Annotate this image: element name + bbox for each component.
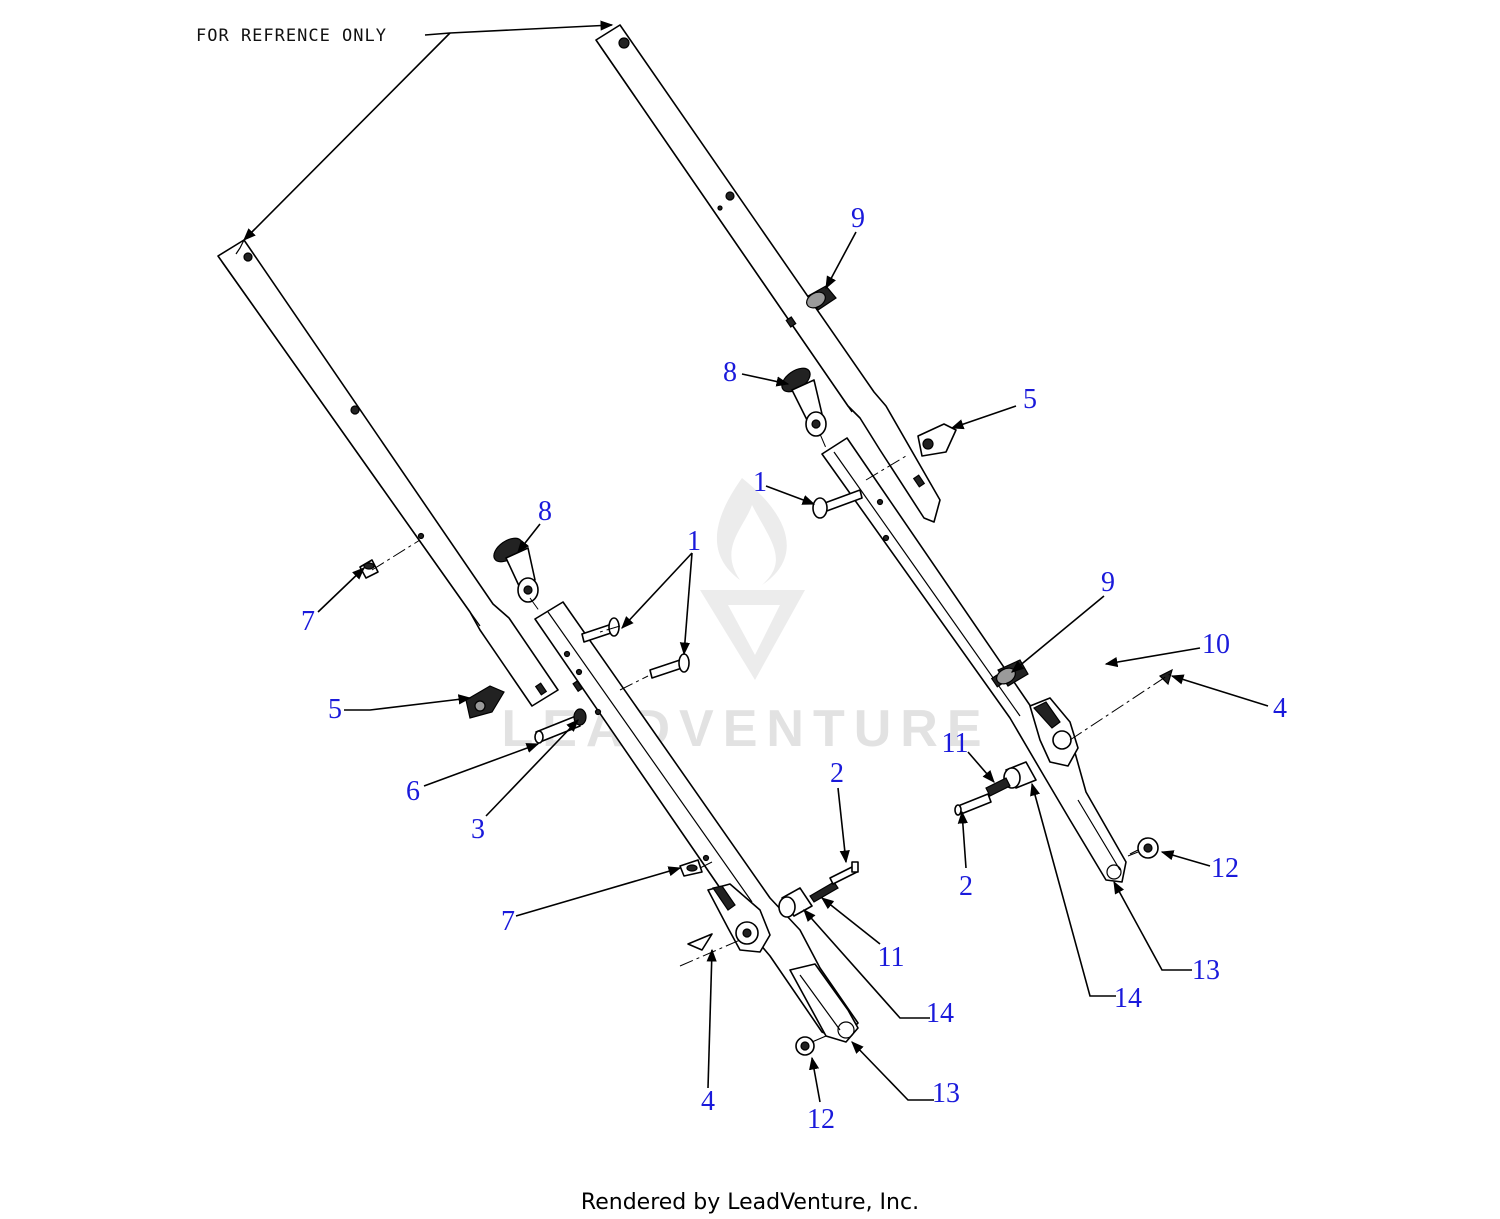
callout-2-right: 2 <box>959 871 973 902</box>
callout-9-right-upper: 9 <box>851 203 865 234</box>
callout-leaders <box>317 231 1269 1103</box>
callout-14-left: 14 <box>926 998 954 1029</box>
callout-5-left: 5 <box>328 694 342 725</box>
left-knob-5 <box>465 685 505 719</box>
callout-1-right: 1 <box>753 467 767 498</box>
left-bolt-1a <box>581 617 620 643</box>
callout-8-right: 8 <box>723 357 737 388</box>
callout-9-right-lower: 9 <box>1101 567 1115 598</box>
right-lower-handle-tube <box>821 437 1127 883</box>
callout-11-left: 11 <box>878 942 905 973</box>
left-fastener-7-lower <box>679 859 703 877</box>
left-spring-11 <box>809 881 839 903</box>
reference-note: FOR REFRENCE ONLY <box>196 26 387 46</box>
reference-leaders <box>243 20 614 241</box>
callout-7-left-lower: 7 <box>501 906 515 937</box>
left-bolt-12 <box>795 1035 827 1056</box>
left-callouts: 1 8 7 5 6 3 2 7 11 4 14 12 13 <box>301 496 960 1135</box>
callout-3-left: 3 <box>471 814 485 845</box>
left-upper-handle-tube <box>217 239 559 707</box>
callout-1-left: 1 <box>687 526 701 557</box>
right-spring-11 <box>985 777 1011 797</box>
right-callouts: 9 8 5 1 9 10 4 11 2 12 14 13 <box>723 203 1287 1014</box>
rendered-by-footer: Rendered by LeadVenture, Inc. <box>581 1190 919 1215</box>
right-pin-2 <box>954 793 992 816</box>
right-knob-8 <box>781 367 827 437</box>
right-knob-5 <box>917 423 957 457</box>
callout-8-left: 8 <box>538 496 552 527</box>
callout-13-left: 13 <box>932 1078 960 1109</box>
callout-10-right: 10 <box>1202 629 1230 660</box>
callout-4-right: 4 <box>1273 693 1287 724</box>
right-lower-bracket <box>1029 697 1122 880</box>
callout-2-left: 2 <box>830 758 844 789</box>
left-spacer-14 <box>778 887 813 918</box>
right-knob-9-upper <box>806 285 837 311</box>
callout-6-left: 6 <box>406 776 420 807</box>
right-upper-handle-tube <box>595 24 941 523</box>
callout-14-right: 14 <box>1114 983 1142 1014</box>
left-nut-4 <box>687 933 713 951</box>
right-nut-10 <box>1158 668 1173 686</box>
watermark-text: LEADVENTURE <box>501 700 990 758</box>
left-bolt-1b <box>649 653 690 679</box>
left-lower-bracket <box>707 883 859 1043</box>
left-centerlines <box>371 539 741 967</box>
left-pin-2 <box>829 861 859 885</box>
callout-11-right: 11 <box>942 728 969 759</box>
callout-4-left: 4 <box>701 1086 715 1117</box>
right-bolt-1 <box>812 489 863 519</box>
callout-7-left-upper: 7 <box>301 606 315 637</box>
callout-5-right: 5 <box>1023 384 1037 415</box>
left-knob-8 <box>493 537 539 603</box>
watermark-logo: LEADVENTURE <box>501 478 990 758</box>
callout-12-left: 12 <box>807 1104 835 1135</box>
right-centerlines <box>819 433 1171 857</box>
callout-13-right: 13 <box>1192 955 1220 986</box>
right-bolt-12 <box>1129 837 1159 859</box>
callout-12-right: 12 <box>1211 853 1239 884</box>
